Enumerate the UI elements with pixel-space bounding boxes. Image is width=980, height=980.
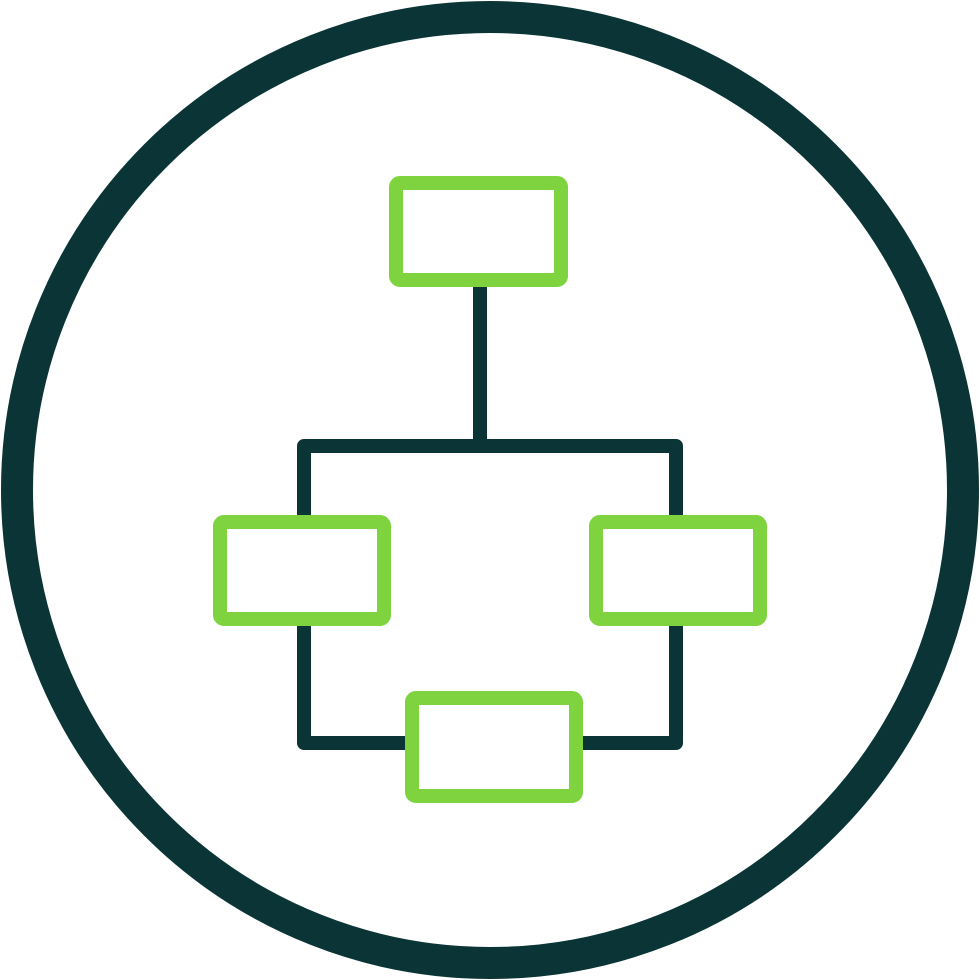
flowchart-node-left (213, 515, 391, 626)
flowchart-node-bottom (405, 691, 583, 803)
connector-right-down (569, 613, 683, 750)
flowchart-node-top (389, 176, 568, 287)
flowchart-node-right (589, 515, 767, 626)
connector-left-down (297, 613, 419, 750)
connector-frame (297, 439, 683, 527)
